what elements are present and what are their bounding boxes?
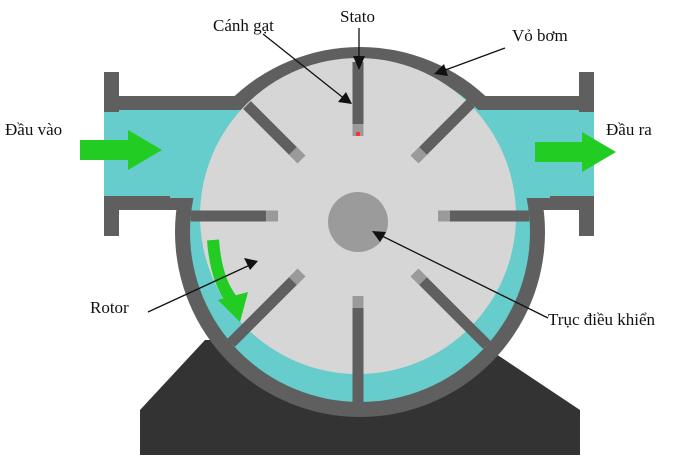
label-truc-dieu-khien: Trục điều khiển	[548, 310, 656, 329]
label-dau-ra: Đầu ra	[606, 120, 652, 139]
label-dau-vao: Đầu vào	[5, 120, 63, 139]
vane-marker	[356, 132, 360, 136]
vane-8-inner-end	[289, 147, 306, 164]
vane-2-inner-end	[410, 147, 427, 164]
control-shaft	[328, 192, 388, 252]
inlet-flow-arrow	[80, 130, 162, 170]
vane-8	[243, 101, 306, 164]
vane-6	[227, 268, 306, 347]
vanes-group	[190, 62, 530, 402]
outlet-flow-arrow	[535, 132, 616, 172]
vane-6-inner-end	[289, 268, 306, 285]
rotation-flow-arrow	[207, 239, 248, 322]
label-rotor: Rotor	[90, 298, 129, 317]
vane-2	[410, 99, 475, 164]
vane-4-inner-end	[410, 268, 427, 285]
label-stato: Stato	[340, 7, 375, 26]
leader-lines	[147, 28, 549, 319]
vane-4	[410, 268, 491, 349]
label-canh-gat: Cánh gạt	[213, 16, 274, 35]
label-vo-bom: Vỏ bơm	[512, 26, 568, 45]
leader-arrowheads	[244, 56, 448, 270]
